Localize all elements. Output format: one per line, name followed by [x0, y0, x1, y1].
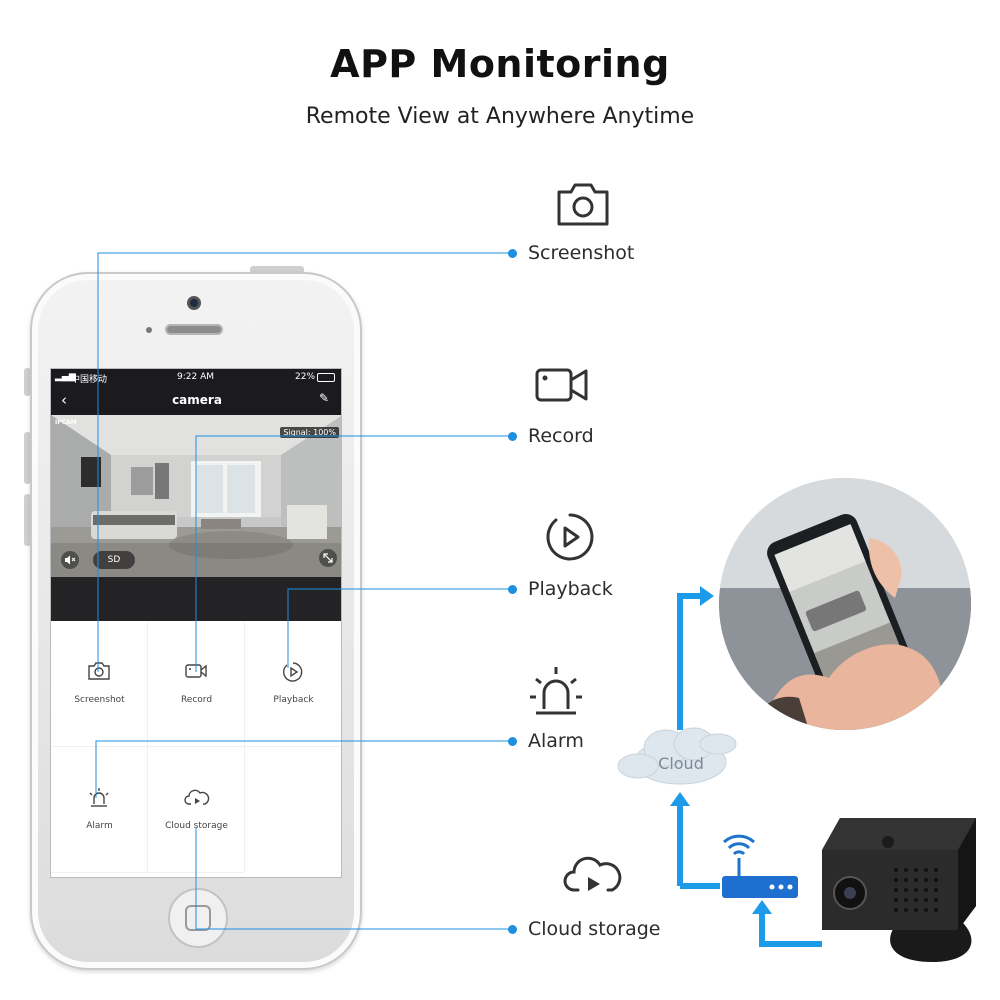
bullet-dot [508, 249, 517, 258]
signal-badge: Signal: 100% [280, 427, 339, 438]
battery-percent: 22% [295, 372, 316, 382]
grid-button-alarm[interactable]: Alarm [51, 747, 148, 873]
bullet-dot [508, 432, 517, 441]
cloud-shape [617, 727, 737, 785]
grid-button-record[interactable]: Record [148, 621, 245, 747]
arrowhead-up-router [752, 900, 772, 914]
page-title: APP Monitoring [330, 42, 670, 86]
cloud-play-icon [184, 789, 210, 805]
arrowhead-up [670, 792, 690, 806]
grid-label: Cloud storage [165, 821, 228, 831]
playback-icon [546, 513, 594, 561]
alarm-icon [530, 667, 582, 715]
video-overlay-label: IPCAM [55, 419, 77, 426]
back-chevron-icon[interactable]: ‹ [61, 391, 67, 409]
volume-down-button [24, 494, 31, 546]
camera-icon [88, 662, 110, 680]
connector-cloud-storage [195, 828, 512, 930]
grid-button-screenshot[interactable]: Screenshot [51, 621, 148, 747]
carrier-name: 中国移动 [71, 375, 108, 385]
fullscreen-button[interactable] [319, 549, 337, 567]
signal-bars-icon: ▂▄▆ [55, 372, 76, 382]
wifi-icon [722, 834, 756, 856]
arrow-cloud-to-phone [677, 593, 704, 730]
connector-record [195, 435, 512, 672]
mute-switch [24, 368, 31, 396]
front-camera [187, 296, 201, 310]
grid-label: Record [180, 695, 213, 705]
mini-camera-device [822, 818, 976, 962]
connector-screenshot [97, 252, 512, 672]
power-button [250, 266, 304, 274]
proximity-sensor [146, 327, 152, 333]
cloud-label: Cloud [658, 754, 704, 773]
battery-icon [317, 373, 335, 382]
status-time: 9:22 AM [177, 372, 214, 382]
camera-icon [557, 183, 609, 226]
feature-label-playback: Playback [528, 578, 613, 600]
grid-label: Playback [273, 695, 314, 705]
status-bar: ▂▄▆ 中国移动 9:22 AM 22% [51, 369, 341, 387]
quality-toggle-button[interactable]: SD [93, 551, 135, 569]
connector-alarm [95, 740, 512, 798]
grid-label: Screenshot [74, 695, 125, 705]
connector-playback [287, 588, 512, 668]
app-nav-bar: ‹ camera ✎ [51, 387, 341, 415]
home-button-square [185, 905, 211, 931]
feature-label-alarm: Alarm [528, 730, 584, 752]
nav-title: camera [172, 393, 222, 407]
bullet-dot [508, 925, 517, 934]
feature-label-cloud-storage: Cloud storage [528, 918, 661, 940]
alarm-icon [89, 788, 109, 807]
feature-label-screenshot: Screenshot [528, 242, 635, 264]
earpiece-speaker [165, 324, 223, 335]
expand-icon [323, 553, 333, 563]
bullet-dot [508, 585, 517, 594]
arrowhead-right [700, 586, 714, 606]
arrow-camera-to-router [759, 908, 822, 947]
video-icon [185, 664, 207, 678]
playback-icon [283, 662, 303, 682]
flow-arrows [677, 593, 822, 947]
hand-phone-illustration [719, 478, 971, 730]
page-subtitle: Remote View at Anywhere Anytime [305, 104, 695, 129]
router-icon [722, 876, 798, 898]
mute-button[interactable] [61, 551, 79, 569]
hand-holding-phone-photo [719, 478, 971, 730]
cloud-play-icon [563, 856, 622, 892]
grid-label: Alarm [86, 821, 113, 831]
volume-up-button [24, 432, 31, 484]
home-button[interactable] [168, 888, 228, 948]
grid-button-playback[interactable]: Playback [245, 621, 341, 747]
bullet-dot [508, 737, 517, 746]
speaker-mute-icon [65, 555, 76, 565]
edit-pencil-icon[interactable]: ✎ [318, 391, 329, 405]
feature-label-record: Record [528, 425, 594, 447]
video-icon [535, 368, 588, 402]
